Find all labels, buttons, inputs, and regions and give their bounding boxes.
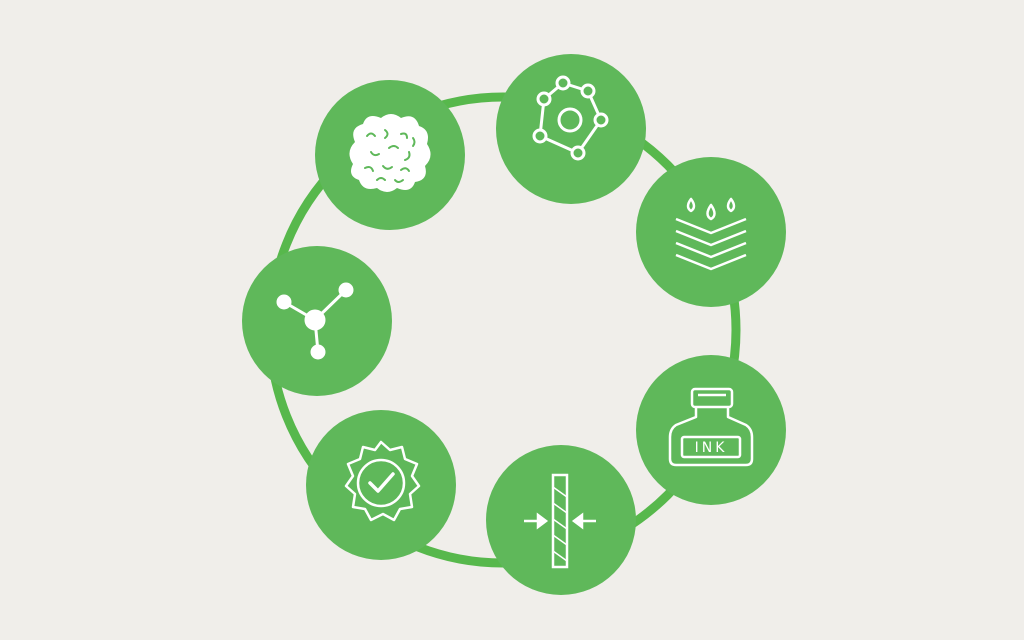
molecule-icon	[276, 282, 354, 360]
pressure-node	[486, 445, 636, 595]
network-node	[496, 54, 646, 204]
powder-node	[315, 80, 465, 230]
compression-wall-icon	[524, 473, 596, 569]
polymer-network-icon	[532, 75, 609, 161]
quality-check-badge-icon	[344, 440, 421, 522]
ink-label: INK	[695, 440, 728, 456]
badge-node	[306, 410, 456, 560]
molecule-node	[242, 246, 392, 396]
powder-granules-icon	[349, 114, 431, 192]
layers-node	[636, 157, 786, 307]
water-repellent-layers-icon	[675, 197, 747, 271]
ink-bottle-icon: INK	[668, 387, 754, 467]
ink-node: INK	[636, 355, 786, 505]
